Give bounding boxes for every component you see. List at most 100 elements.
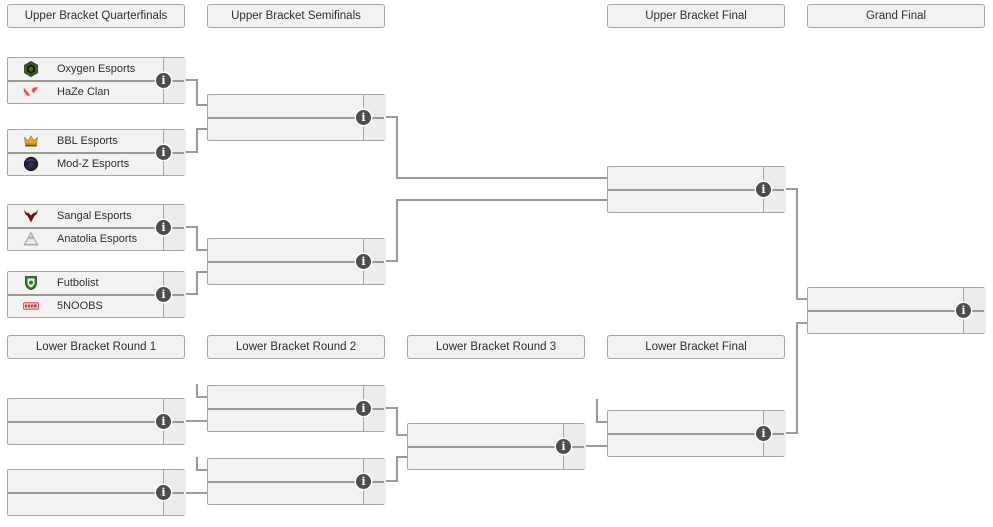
connector-line [596,399,598,423]
team-name[interactable]: HaZe Clan [57,86,110,98]
connector-line [396,199,398,262]
match-ub-semifinal-1: i [207,94,386,141]
team-name[interactable]: 5NOOBS [57,300,103,312]
connector-line [396,434,407,436]
connector-line [185,293,198,295]
match-info-icon[interactable]: i [156,220,171,235]
match-info-icon[interactable]: i [356,254,371,269]
match-divider [608,188,784,191]
match-divider [8,420,184,423]
match-ub-final: i [607,166,786,213]
connector-line [396,199,607,201]
team-slot-top: Futbolist [8,272,184,294]
team-name[interactable]: Mod-Z Esports [57,158,130,170]
match-divider [8,293,184,296]
header-upper-bracket-quarterfinals: Upper Bracket Quarterfinals [7,4,185,28]
match-info-icon[interactable]: i [756,426,771,441]
connector-line [196,384,198,398]
team-name[interactable]: Sangal Esports [57,210,132,222]
match-ub-quarterfinal-2: BBL Esports Mod-Z Esports i [7,129,186,176]
match-ub-quarterfinal-3: Sangal Esports Anatolia Esports i [7,204,186,251]
header-lower-bracket-round-2: Lower Bracket Round 2 [207,335,385,359]
connector-line [196,457,198,471]
match-divider [208,480,384,483]
connector-line [385,480,398,482]
header-lower-bracket-round-3: Lower Bracket Round 3 [407,335,585,359]
connector-line [385,116,398,118]
connector-line [785,432,798,434]
connector-line [185,226,198,228]
match-info-icon[interactable]: i [356,401,371,416]
match-info-icon[interactable]: i [156,485,171,500]
connector-line [396,456,407,458]
match-info-icon[interactable]: i [956,303,971,318]
team-slot-bottom: Anatolia Esports [8,228,184,250]
connector-line [796,298,807,300]
match-divider [208,260,384,263]
match-divider [808,309,984,312]
connector-line [396,407,398,436]
oxygen-esports-logo [23,61,39,77]
connector-line [196,469,207,471]
connector-line [185,420,207,422]
match-divider [608,432,784,435]
match-lb-round3: i [407,423,586,470]
match-divider [208,407,384,410]
connector-line [196,226,198,251]
team-slot-top: Oxygen Esports [8,58,184,80]
futbolist-logo [23,275,39,291]
connector-line [185,151,198,153]
mod-z-esports-logo [23,156,39,172]
match-info-icon[interactable]: i [356,474,371,489]
header-upper-bracket-final: Upper Bracket Final [607,4,785,28]
team-slot-top: Sangal Esports [8,205,184,227]
match-info-icon[interactable]: i [156,145,171,160]
team-slot-bottom: Mod-Z Esports [8,153,184,175]
connector-line [196,128,198,153]
match-divider [8,79,184,82]
connector-line [196,249,207,251]
connector-line [785,188,798,190]
team-name[interactable]: Anatolia Esports [57,233,138,245]
match-info-icon[interactable]: i [356,110,371,125]
match-info-icon[interactable]: i [156,414,171,429]
connector-line [196,396,207,398]
match-divider [8,226,184,229]
connector-line [796,188,798,300]
connector-line [385,407,398,409]
match-lb-round2-1: i [207,385,386,432]
match-info-icon[interactable]: i [156,287,171,302]
team-name[interactable]: BBL Esports [57,135,118,147]
match-info-icon[interactable]: i [156,73,171,88]
sangal-esports-logo [23,208,39,224]
match-lb-final: i [607,410,786,457]
connector-line [196,271,207,273]
team-slot-bottom: 5NOOBS [8,295,184,317]
match-ub-semifinal-2: i [207,238,386,285]
connector-line [396,456,398,482]
team-name[interactable]: Oxygen Esports [57,63,136,75]
connector-line [396,177,607,179]
connector-line [196,128,207,130]
connector-line [196,104,207,106]
header-upper-bracket-semifinals: Upper Bracket Semifinals [207,4,385,28]
connector-line [396,116,398,179]
haze-clan-logo [23,84,39,100]
match-divider [8,151,184,154]
match-ub-quarterfinal-4: Futbolist 5NOOBS i [7,271,186,318]
connector-line [185,492,207,494]
anatolia-esports-logo [23,231,39,247]
header-lower-bracket-round-1: Lower Bracket Round 1 [7,335,185,359]
match-lb-round1-1: i [7,398,186,445]
match-divider [208,116,384,119]
bbl-esports-logo [23,133,39,149]
match-info-icon[interactable]: i [556,439,571,454]
connector-line [196,79,198,106]
match-ub-quarterfinal-1: Oxygen Esports HaZe Clan i [7,57,186,104]
match-divider [8,491,184,494]
connector-line [185,79,198,81]
team-name[interactable]: Futbolist [57,277,99,289]
connector-line [585,445,607,447]
connector-line [596,421,607,423]
match-info-icon[interactable]: i [756,182,771,197]
